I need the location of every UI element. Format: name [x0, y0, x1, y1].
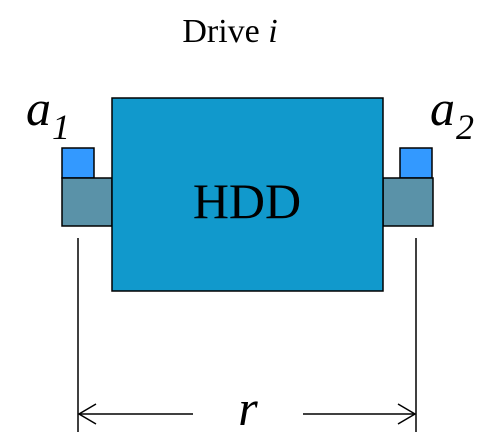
right-actuator-body: [382, 177, 434, 227]
left-actuator-body: [61, 177, 113, 227]
span-label: r: [238, 380, 258, 435]
hdd-drive-body: [111, 97, 384, 292]
title-text: Drive: [182, 13, 268, 50]
diagram-title: Drive i: [182, 13, 277, 50]
right-actuator-label: a2: [430, 80, 474, 147]
hdd-label: HDD: [193, 173, 301, 229]
right-actuator-label-sub: 2: [456, 107, 474, 147]
title-italic: i: [268, 13, 277, 50]
right-actuator-label-base: a: [430, 80, 455, 136]
left-actuator-head: [61, 147, 95, 179]
left-actuator-label: a1: [26, 80, 70, 147]
left-actuator-label-sub: 1: [52, 107, 70, 147]
right-actuator-head: [399, 147, 433, 179]
right-arrowhead-icon: [397, 403, 417, 425]
left-actuator-label-base: a: [26, 80, 51, 136]
left-arrowhead-icon: [77, 403, 97, 425]
